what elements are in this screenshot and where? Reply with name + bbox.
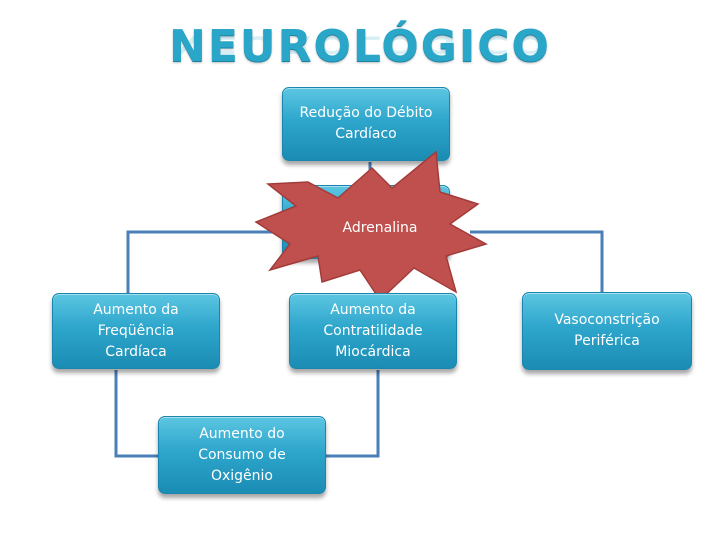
adrenalina-label: Adrenalina [342,220,418,236]
adrenalina-burst [254,150,488,302]
title-group: NEUROLÓGICO NEUROLÓGICO [0,22,720,112]
node-aumento-consumo: Aumento do Consumo de Oxigênio [158,416,326,494]
node-aumento-frequencia: Aumento da Freqüência Cardíaca [52,293,220,369]
connector-adrenalina-to-frequencia [126,230,300,295]
diagram-title: NEUROLÓGICO [169,21,551,72]
connector-contratilidade-to-consumo [326,370,380,458]
node-aumento-contratilidade: Aumento da Contratilidade Miocárdica [289,293,457,369]
node-reducao-debito: Redução do Débito Cardíaco [282,87,450,161]
node-vasoconstricao: Vasoconstrição Periférica [522,292,692,370]
connector-frequencia-to-consumo [114,370,158,458]
connector-adrenalina-to-vasoconstricao [470,230,604,293]
